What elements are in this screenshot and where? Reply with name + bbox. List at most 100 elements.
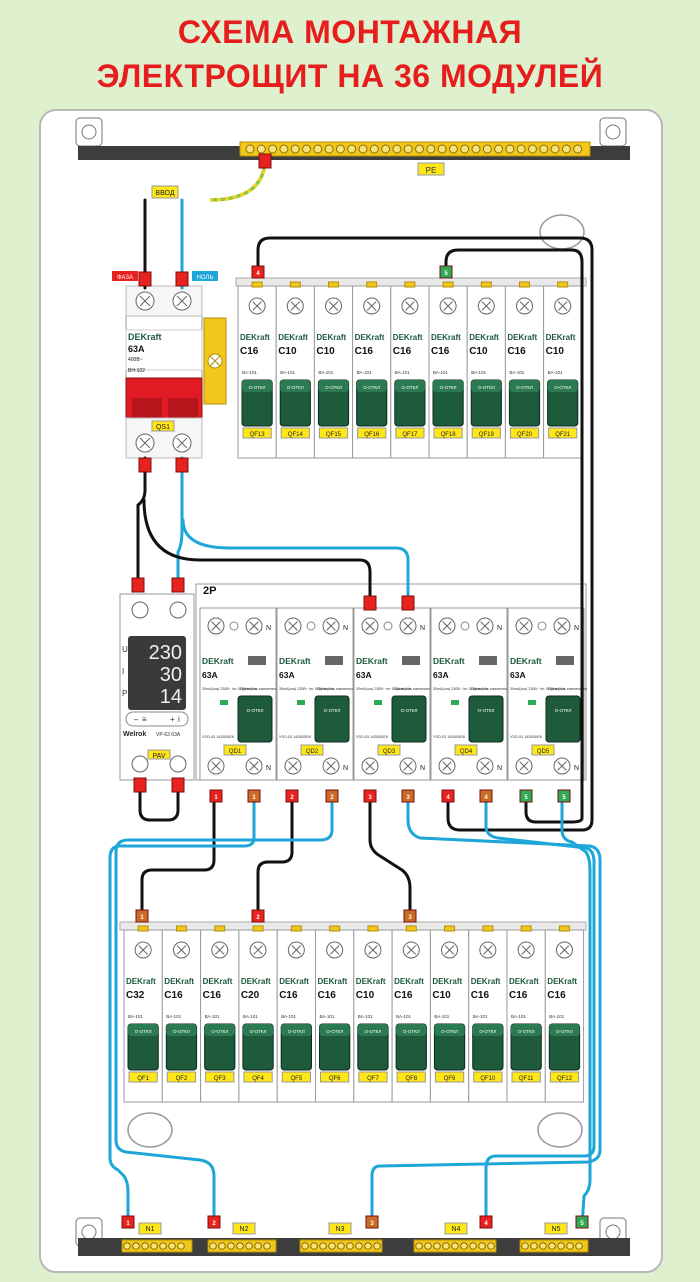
top-breaker-qf18-ref-box	[433, 427, 463, 439]
neutral-bus-screw	[415, 1242, 423, 1250]
qd3-neutral-to-n3	[370, 790, 602, 1228]
pe-bus-screw	[279, 144, 289, 154]
top-breaker-qf13-series: ВА-101	[242, 370, 257, 375]
bottom-breaker-qf6-handle-label: О-ОТКЛ	[326, 1029, 343, 1034]
rcd-qd4-terminal-top-left-slot-b	[442, 621, 452, 631]
rcd-qd1-handle[interactable]	[237, 695, 273, 743]
bottom-breaker-qf4-brand: DEKraft	[241, 977, 271, 986]
rcd-qd2-terminal-top-left-slot-b	[288, 621, 298, 631]
rcd-qd2-n-top: N	[343, 625, 348, 632]
pav-minus-button[interactable]: –	[134, 715, 139, 724]
bottom-breaker-qf7-handle-label: О-ОТКЛ	[365, 1029, 382, 1034]
top-breaker-qf14-ref: QF14	[288, 432, 304, 438]
neutral-bus-tag-4	[479, 1215, 493, 1229]
rcd-qd5-series: УЗО-03 14265DEK	[510, 735, 543, 739]
bottom-breaker-qf2-brand: DEKraft	[164, 977, 194, 986]
bottom-breaker-qf12-brand: DEKraft	[547, 977, 577, 986]
rcd-qd1-terminal-bottom-left-slot-b	[211, 761, 221, 771]
top-breaker-qf20-handle-top	[509, 380, 540, 392]
neutral-bus-screw	[539, 1242, 547, 1250]
top-breaker-qf15-series: ВА-101	[318, 370, 333, 375]
rcd-qd1-ref-box	[223, 744, 247, 756]
pav-terminal-top-left[interactable]	[131, 601, 149, 619]
top-breaker-qf20-brand: DEKraft	[507, 333, 537, 342]
top-breaker-qf18-brand: DEKraft	[431, 333, 461, 342]
pe-bus-screw	[516, 144, 526, 154]
bottom-breaker-qf6-brand: DEKraft	[318, 977, 348, 986]
bottom-breaker-qf10-series: ВА-101	[473, 1014, 488, 1019]
neutral-bus-screw	[150, 1242, 158, 1250]
neutral-bus-screw	[310, 1242, 318, 1250]
rcd-qd5-handle-label: О-ОТКЛ	[555, 708, 572, 713]
bottom-breaker-qf10-clip	[482, 925, 494, 932]
rcd-qd3-handle[interactable]	[391, 695, 427, 743]
rcd-qd3-test-button[interactable]	[402, 656, 420, 665]
neutral-bus-label-5: N5	[552, 1226, 561, 1233]
rcd-qd2-terminal-bottom-left-slot-b	[288, 761, 298, 771]
rcd-qd1-n-bottom: N	[266, 765, 271, 772]
pav-row-p: P	[122, 689, 127, 698]
rcd-qd4-test-text: Проверять ежемесячно	[471, 687, 510, 691]
rcd-qd5-brand: DEKraft	[510, 656, 542, 666]
rcd-qd1-test-button[interactable]	[248, 656, 266, 665]
bottom-breaker-qf9-terminal-top-slot-b	[444, 945, 455, 955]
bottom-breaker-qf3-brand: DEKraft	[203, 977, 233, 986]
rcd-qd5-ref-box	[531, 744, 555, 756]
pav-terminal-bottom-left[interactable]	[131, 755, 149, 773]
bottom-breaker-qf12-handle-label: О-ОТКЛ	[556, 1029, 573, 1034]
neutral-bus-tag-5-number: 5	[580, 1221, 584, 1227]
rcd-row-label: 2P	[203, 585, 216, 597]
pav-ref: PAV	[153, 753, 166, 760]
rcd-qd4-handle[interactable]	[468, 695, 504, 743]
rcd-qd5-params: 30mA(cos) 230В~ Im: 500A tr:0.1с	[510, 687, 565, 691]
top-breaker-qf15-handle-top	[318, 380, 349, 392]
rcd-qd2-test-button[interactable]	[325, 656, 343, 665]
pav-info-button[interactable]: i	[178, 715, 180, 724]
neutral-bus-screw	[433, 1242, 441, 1250]
top-breaker-qf17-series: ВА-101	[395, 370, 410, 375]
pe-bus-screw	[381, 144, 391, 154]
neutral-bus-screw	[548, 1242, 556, 1250]
top-breaker-qf19-handle-label: О-ОТКЛ	[478, 385, 495, 390]
pav-menu-button[interactable]: ≡	[142, 715, 147, 724]
rcd-qd1-handle-label: О-ОТКЛ	[247, 708, 264, 713]
top-breaker-qf16-series: ВА-101	[357, 370, 372, 375]
bottom-breaker-qf4-terminal-top-slot-b	[253, 945, 263, 955]
pav-plus-button[interactable]: +	[170, 715, 175, 724]
rcd-output-tag-2-number: 1	[252, 795, 256, 801]
qs1-series: ВН-102	[128, 368, 145, 374]
rcd-qd2-handle[interactable]	[314, 695, 350, 743]
top-breaker-qf19-brand: DEKraft	[469, 333, 499, 342]
rcd-qd4-status-led	[451, 700, 459, 705]
bottom-breaker-qf12-terminal-top-slot-b	[559, 945, 570, 955]
bottom-breaker-qf10-terminal-top-slot-b	[483, 945, 493, 955]
top-breaker-qf19-ref: QF19	[479, 432, 495, 438]
bottom-breaker-qf2-handle-top	[166, 1024, 197, 1036]
neutral-bus-label-box-1	[138, 1222, 162, 1235]
bottom-breaker-qf9-handle-top	[434, 1024, 465, 1036]
pav-terminal-bottom-right[interactable]	[169, 755, 187, 773]
phase-label: ФАЗА	[117, 275, 133, 281]
pe-bus-screw	[471, 144, 481, 154]
rcd-output-tag-6-number: 3	[406, 795, 410, 801]
rcd-qd1-test-text: Проверять ежемесячно	[240, 687, 279, 691]
rcd-qd4-test-button[interactable]	[479, 656, 497, 665]
pe-bus-screw	[550, 144, 560, 154]
top-breaker-qf16-terminal-top-slot-b	[366, 301, 377, 311]
pe-label-box	[417, 162, 445, 176]
rcd-qd5-handle[interactable]	[545, 695, 581, 743]
pe-bus-screw	[302, 144, 311, 154]
qd5-neutral-to-n5	[560, 790, 592, 1228]
rcd-qd5-test-button[interactable]	[556, 656, 574, 665]
neutral-bus-screw	[575, 1242, 583, 1250]
bottom-breaker-qf1-terminal-top-slot-b	[138, 945, 148, 955]
qs1-output-phase-plug	[138, 457, 152, 473]
pe-bus-screw	[347, 144, 357, 154]
pav-terminal-top-right[interactable]	[169, 601, 187, 619]
